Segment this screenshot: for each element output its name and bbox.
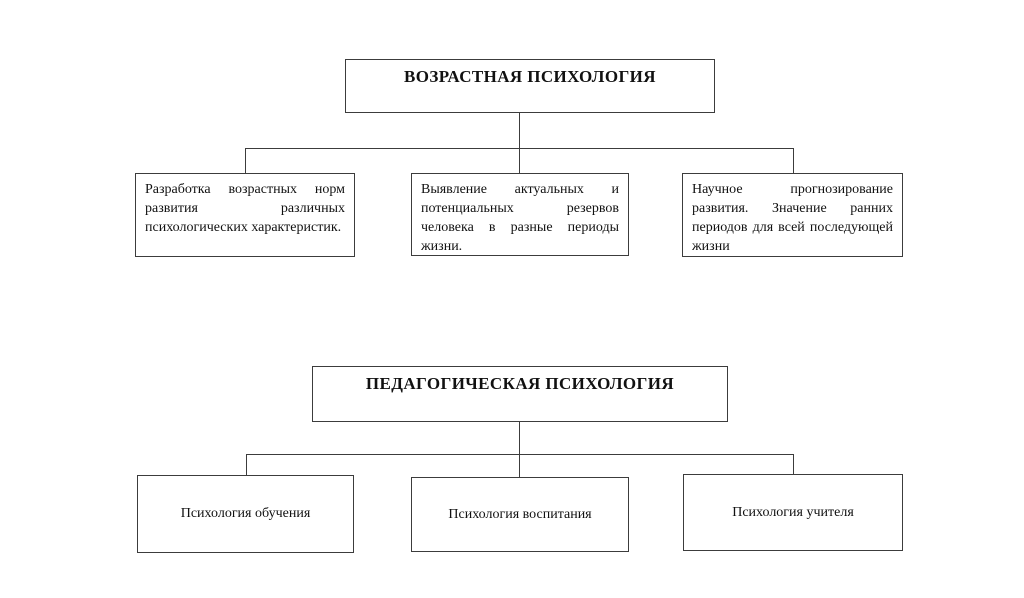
pedagogical-psychology-drop-line-left — [246, 454, 247, 475]
age-psychology-stem-line — [519, 113, 520, 173]
age-psychology-drop-line-right — [793, 148, 794, 173]
pedagogical-psychology-stem-line — [519, 422, 520, 477]
pedagogical-psychology-branch-teacher-box: Психология учителя — [683, 474, 903, 551]
age-psychology-drop-line-left — [245, 148, 246, 173]
pedagogical-psychology-branch-upbringing-box: Психология воспитания — [411, 477, 629, 552]
pedagogical-psychology-drop-line-right — [793, 454, 794, 474]
pedagogical-psychology-branch-line — [246, 454, 794, 455]
age-psychology-task-forecast-box: Научное прогнозирование развития. Значен… — [682, 173, 903, 257]
age-psychology-branch-line — [245, 148, 794, 149]
pedagogical-psychology-title-box: ПЕДАГОГИЧЕСКАЯ ПСИХОЛОГИЯ — [312, 366, 728, 422]
pedagogical-psychology-branch-teaching-box: Психология обучения — [137, 475, 354, 553]
age-psychology-task-norms-box: Разработка возрастных норм развития разл… — [135, 173, 355, 257]
age-psychology-title-box: ВОЗРАСТНАЯ ПСИХОЛОГИЯ — [345, 59, 715, 113]
age-psychology-task-reserves-box: Выявление актуальных и потенциальных рез… — [411, 173, 629, 256]
